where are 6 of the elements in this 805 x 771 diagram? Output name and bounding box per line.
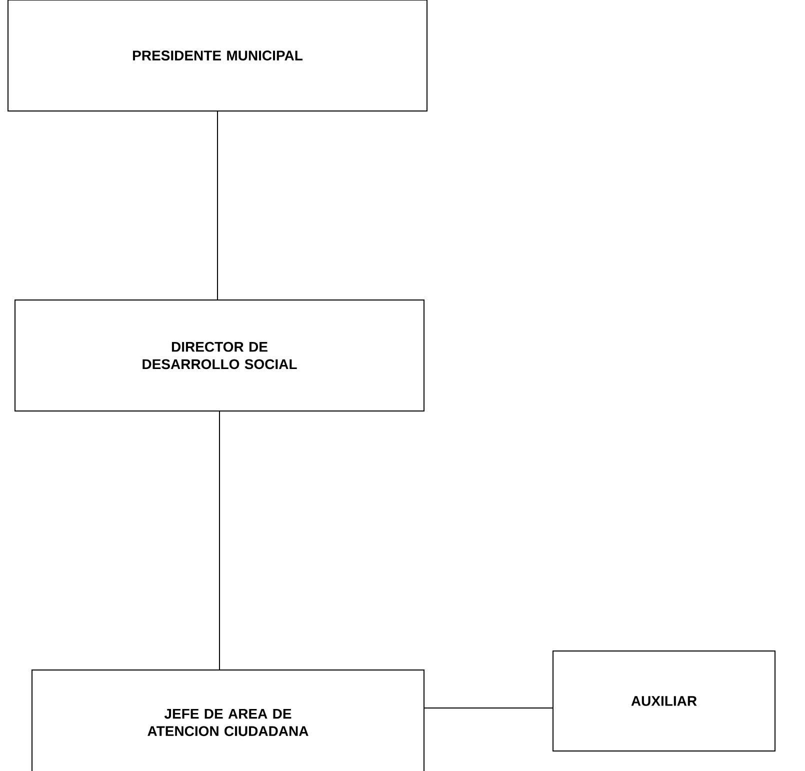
org-box: PRESIDENTE MUNICIPAL [8, 0, 428, 112]
connector-line [219, 411, 220, 670]
org-box: AUXILIAR [552, 650, 776, 752]
connector-line [217, 111, 218, 300]
org-box: JEFE DE AREA DE ATENCION CIUDADANA [32, 670, 424, 771]
org-box: DIRECTOR DE DESARROLLO SOCIAL [14, 300, 424, 412]
